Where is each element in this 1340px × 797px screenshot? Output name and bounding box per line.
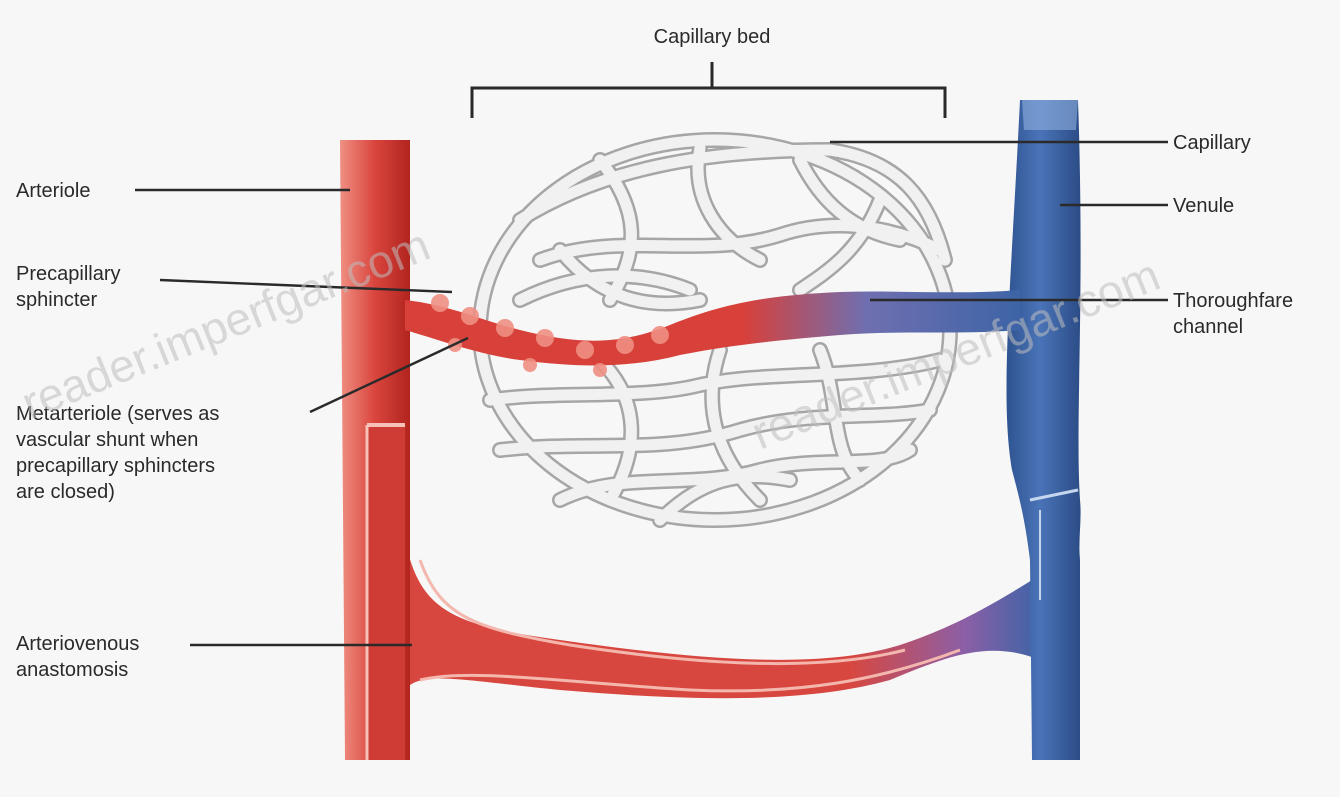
label-venule: Venule	[1173, 195, 1234, 217]
label-metarteriole-line3: precapillary sphincters	[16, 455, 215, 477]
arteriovenous-anastomosis-vessel	[405, 540, 1040, 698]
label-metarteriole-line4: are closed)	[16, 481, 115, 503]
label-arteriole: Arteriole	[16, 180, 90, 202]
label-thoroughfare-line1: Thoroughfare	[1173, 290, 1293, 312]
label-capillary: Capillary	[1173, 132, 1251, 154]
label-precapillary-line1: Precapillary	[16, 263, 120, 285]
venule-vessel	[1007, 100, 1081, 760]
label-thoroughfare-line2: channel	[1173, 316, 1243, 338]
label-anastomosis-line2: anastomosis	[16, 659, 128, 681]
capillary-bed-bracket	[472, 62, 945, 118]
label-capillary-bed: Capillary bed	[654, 26, 771, 48]
label-anastomosis-line1: Arteriovenous	[16, 633, 139, 655]
label-metarteriole-line2: vascular shunt when	[16, 429, 198, 451]
label-precapillary-line2: sphincter	[16, 289, 97, 311]
